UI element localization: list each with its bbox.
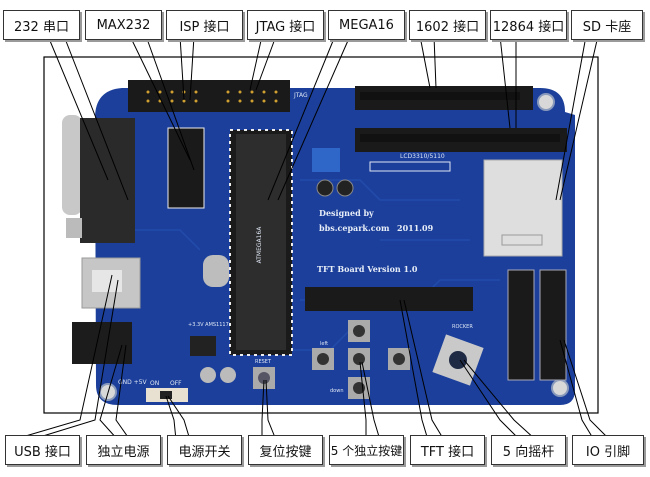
callout-lcd12864: 12864 接口 [490,10,567,40]
header-pins [146,90,278,103]
rocker-silk: ROCKER [452,324,473,330]
callout-isp: ISP 接口 [166,10,243,40]
reg-silk: +3.3V AMS1117 [188,322,229,328]
sd-card-detail [501,234,543,246]
silk-designed-by: Designed by [319,208,374,218]
reset-button-cap [258,372,270,384]
callout-reset: 复位按键 [248,435,323,465]
callout-power: 独立电源 [86,435,161,465]
potentiometer [312,148,340,172]
power-switch-knob [160,391,172,399]
silk-date: 2011.09 [397,223,434,233]
callout-tft: TFT 接口 [410,435,485,465]
capacitor [200,367,216,383]
callout-jtag: JTAG 接口 [247,10,324,40]
capacitor [316,179,334,197]
gnd-silk: GND +5V [118,379,148,386]
callout-mega16: MEGA16 [328,10,405,40]
db9-connector [80,118,135,243]
db9-screw [66,218,82,238]
callout-usb: USB 接口 [5,435,80,465]
max232-chip [167,127,205,209]
usb-port [92,270,122,292]
pcb-body [95,88,575,405]
lcd-silk: LCD3310/5110 [400,153,445,160]
callout-io: IO 引脚 [572,435,644,465]
down-silk: down [330,388,344,394]
chip-silk: ATMEGA16A [256,226,263,264]
jtag-silk: JTAG [293,92,308,99]
frame-outline [43,56,599,414]
db9-shell [62,115,82,215]
lcd5110-header [369,161,451,172]
capacitor [220,367,236,383]
left-silk: left [320,341,328,347]
reset-silk: RESET [255,359,272,365]
crystal [203,255,229,287]
on-silk: ON [150,380,159,387]
tft-header [305,287,473,311]
off-silk: OFF [170,380,182,387]
mount-hole [551,379,569,397]
mount-hole [537,93,555,111]
callout-rs232: 232 串口 [3,10,80,40]
callout-switch: 电源开关 [167,435,242,465]
io-header-j4 [539,269,567,381]
capacitor [336,179,354,197]
silk-site: bbs.cepark.com [319,223,390,233]
callout-sd: SD 卡座 [571,10,643,40]
callout-rocker: 5 向摇杆 [491,435,566,465]
io-header-j3 [507,269,535,381]
ams1117-regulator [190,336,216,356]
silk-title: TFT Board Version 1.0 [317,264,418,274]
mega16-body [236,134,286,350]
callout-max232: MAX232 [85,10,162,40]
dc-power-jack [72,322,132,364]
sd-card-socket [483,159,563,257]
callout-keys: 5 个独立按键 [329,435,404,465]
callout-lcd1602: 1602 接口 [409,10,486,40]
jtag-header [210,80,290,112]
isp-header [128,80,210,112]
header-sockets [360,92,560,142]
